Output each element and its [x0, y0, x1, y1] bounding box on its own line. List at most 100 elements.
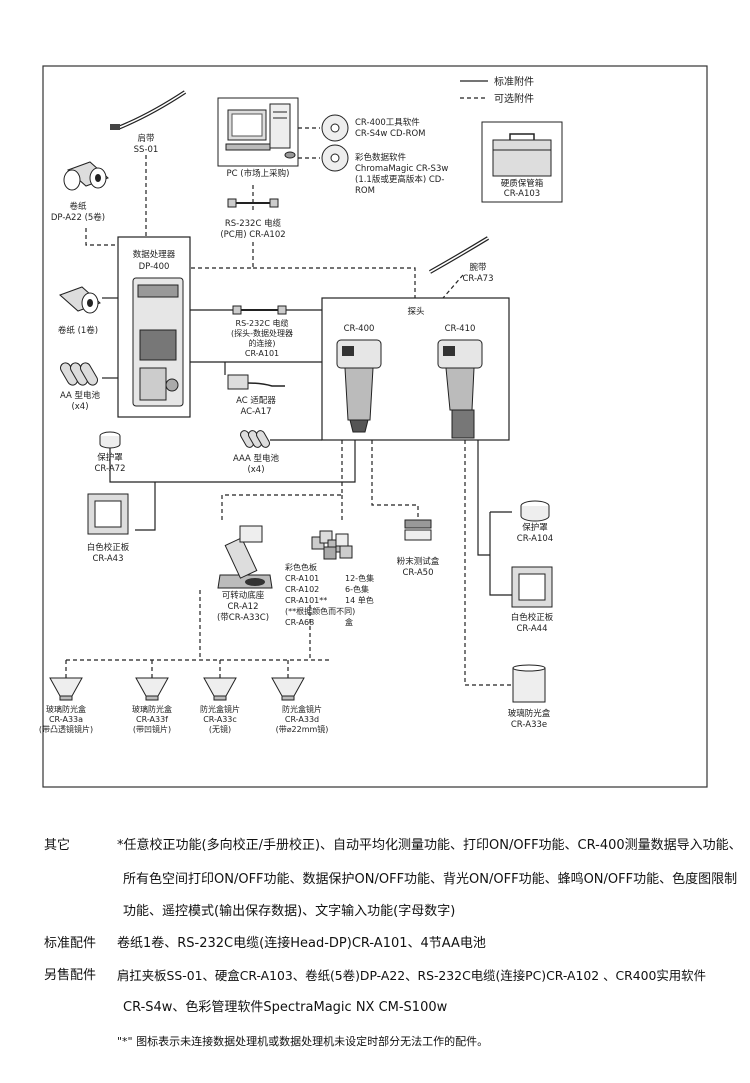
- case-label-2: CR-A103: [504, 189, 540, 199]
- cd-icon: [321, 144, 349, 172]
- a33a-label-3: (带凸透镜镜片): [39, 724, 93, 734]
- shoulder-strap-icon: [110, 90, 187, 130]
- a33a-label-2: CR-A33a: [49, 715, 83, 724]
- tiles-right-1: 12-色集: [345, 573, 374, 583]
- dp-label-1: 数据处理器: [133, 249, 176, 260]
- a33d-label-1: 防光盒镜片: [282, 704, 322, 714]
- a33e-label-1: 玻璃防光盒: [508, 708, 551, 719]
- pc-box: [217, 97, 299, 167]
- tiles-label-3: CR-A102: [285, 585, 319, 594]
- footnote: "*" 图标表示未连接数据处理机或数据处理机未设定时部分无法工作的配件。: [117, 1035, 489, 1048]
- paper1-label: 卷纸 (1卷): [58, 325, 98, 336]
- tiles-right-2: 6-色集: [345, 584, 369, 594]
- paper-roll-icon: [59, 286, 101, 314]
- cable-icon: [232, 305, 287, 315]
- powder-label-2: CR-A50: [402, 568, 433, 578]
- powder-label-1: 粉末测试盒: [397, 556, 440, 567]
- sw1-label-1: CR-400工具软件: [355, 117, 420, 128]
- wrist-strap-icon: [429, 236, 490, 274]
- optional-label: 另售配件: [44, 968, 97, 983]
- pc-icon: [225, 103, 296, 159]
- protective-cap-icon: [520, 500, 550, 522]
- sw1-label-2: CR-S4w CD-ROM: [355, 129, 426, 139]
- paper5-label-2: DP-A22 (5卷): [51, 212, 105, 223]
- rs232pc-label-1: RS-232C 电缆: [225, 218, 282, 229]
- stand-label-3: (带CR-A33C): [217, 613, 269, 623]
- light-tube-icon: [512, 664, 546, 703]
- dp-label-2: DP-400: [139, 262, 170, 272]
- a33c-label-3: (无镜): [209, 724, 231, 734]
- tiles-label-1: 彩色色板: [285, 562, 317, 572]
- legend: 标准附件 可选附件: [460, 75, 534, 105]
- aaa-label-2: (x4): [247, 465, 264, 475]
- paper5-label-1: 卷纸: [69, 201, 87, 212]
- aaa-label-1: AAA 型电池: [233, 453, 280, 464]
- briefcase-icon: [492, 133, 552, 177]
- tiles-label-6: CR-A68: [285, 618, 314, 627]
- standard-text: 卷纸1卷、RS-232C电缆(连接Head-DP)CR-A101、4节AA电池: [117, 936, 486, 951]
- light-tube-icon: [271, 677, 305, 701]
- rs232hd-label-4: CR-A101: [245, 349, 279, 358]
- diagram-frame: [42, 65, 708, 788]
- wrist-label-2: CR-A73: [462, 274, 493, 284]
- rs232pc-label-2: (PC用) CR-A102: [220, 230, 285, 240]
- tiles-label-2: CR-A101: [285, 574, 319, 583]
- sw2-label-1: 彩色数据软件: [355, 152, 407, 163]
- a33d-label-3: (带⌀22mm镜): [276, 724, 329, 734]
- adapter-label-1: AC 适配器: [236, 395, 276, 406]
- strap-label-2: SS-01: [134, 145, 159, 155]
- other-line-2: 所有色空间打印ON/OFF功能、数据保护ON/OFF功能、背光ON/OFF功能、…: [123, 872, 738, 887]
- a33c-label-2: CR-A33c: [203, 715, 237, 724]
- case-box: [481, 121, 563, 203]
- a33e-label-2: CR-A33e: [511, 720, 547, 730]
- white43-label-1: 白色校正板: [87, 542, 130, 553]
- tiles-right-5: 盒: [345, 617, 353, 627]
- tiles-right-3: 14 单色: [345, 595, 374, 605]
- light-tube-icon: [49, 677, 83, 701]
- white44-label-2: CR-A44: [516, 624, 547, 634]
- a33d-label-2: CR-A33d: [285, 715, 319, 724]
- sw2-label-2: ChromaMagic CR-S3w: [355, 164, 448, 174]
- rs232hd-label-2: (探头-数据处理器: [231, 328, 293, 338]
- stand-icon: [217, 525, 273, 589]
- dp-box: [117, 236, 191, 418]
- cr410-head-icon: [437, 339, 483, 439]
- protective-cap-icon: [99, 431, 121, 449]
- white44-label-1: 白色校正板: [511, 612, 554, 623]
- cap104-label-2: CR-A104: [517, 534, 553, 544]
- a33f-label-1: 玻璃防光盒: [132, 704, 172, 714]
- cd-icon: [321, 114, 349, 142]
- powder-cell-icon: [404, 519, 432, 541]
- cap104-label-1: 保护罩: [522, 522, 548, 533]
- optional-line-1: 肩扛夹板SS-01、硬盒CR-A103、卷纸(5卷)DP-A22、RS-232C…: [117, 968, 706, 983]
- cr410-label: CR-410: [445, 324, 476, 334]
- other-line-1: *任意校正功能(多向校正/手册校正)、自动平均化测量功能、打印ON/OFF功能、…: [117, 838, 742, 853]
- sw2-label-3: (1.1版或更高版本) CD-: [355, 174, 444, 185]
- legend-standard-label: 标准附件: [494, 75, 534, 88]
- data-processor-icon: [132, 277, 184, 407]
- sw2-label-4: ROM: [355, 186, 375, 196]
- a33c-label-1: 防光盒镜片: [200, 704, 240, 714]
- aa-label-1: AA 型电池: [60, 390, 101, 401]
- a33a-label-1: 玻璃防光盒: [46, 704, 86, 714]
- other-label: 其它: [44, 838, 71, 853]
- standard-label: 标准配件: [44, 936, 97, 951]
- white43-label-2: CR-A43: [92, 554, 123, 564]
- battery-icon: [60, 362, 98, 386]
- cable-icon: [227, 198, 279, 208]
- cr400-head-icon: [336, 339, 382, 433]
- pc-label: PC (市场上采购): [227, 168, 290, 179]
- head-box: [321, 297, 510, 441]
- a33f-label-2: CR-A33f: [136, 715, 168, 724]
- legend-optional-label: 可选附件: [494, 92, 534, 105]
- cap72-label-1: 保护罩: [97, 452, 123, 463]
- battery-icon: [240, 430, 270, 448]
- optional-line-2: CR-S4w、色彩管理软件SpectraMagic NX CM-S100w: [123, 1000, 448, 1015]
- cap72-label-2: CR-A72: [94, 464, 125, 474]
- color-tiles-icon: [311, 530, 353, 560]
- white-tile-icon: [511, 566, 553, 608]
- paper-roll-icon: [63, 161, 109, 191]
- tiles-label-5: (**根据颜色而不同): [285, 606, 355, 616]
- light-tube-icon: [135, 677, 169, 701]
- stand-label-2: CR-A12: [227, 602, 258, 612]
